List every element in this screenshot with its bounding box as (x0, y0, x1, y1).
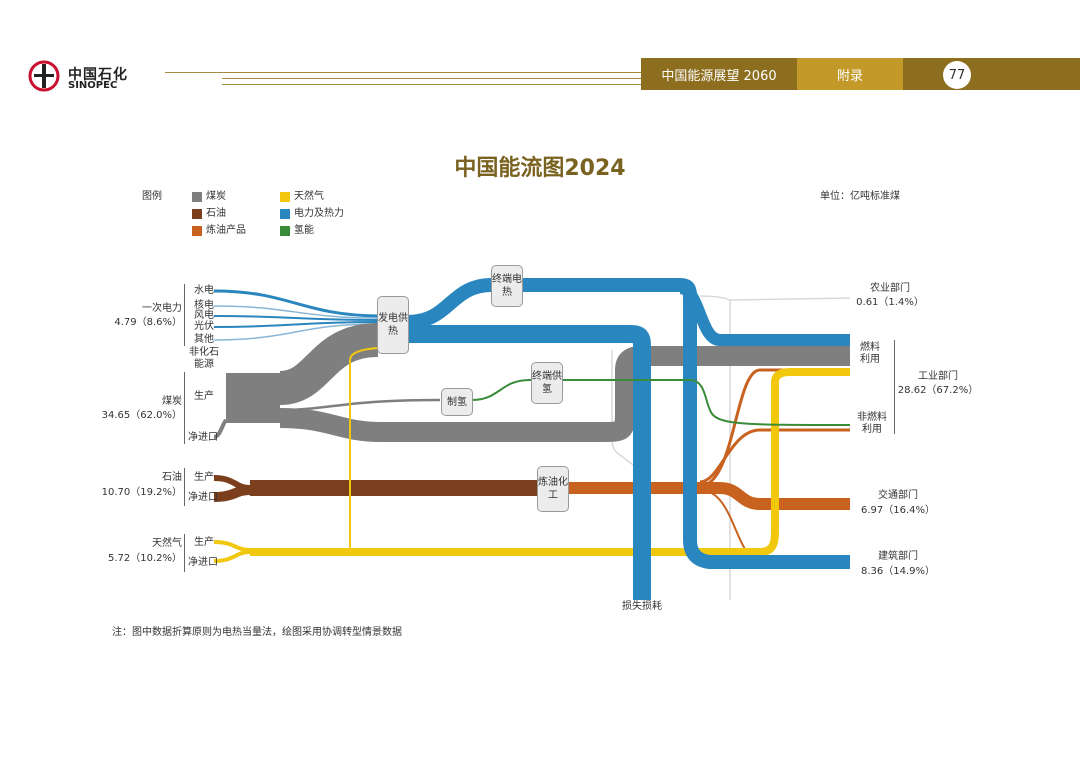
sink-loss-label: 损失损耗 (622, 601, 662, 612)
legend-swatch-power (280, 209, 290, 219)
source-oil-value: 10.70（19.2%） (101, 487, 182, 498)
flow-gas-to-power (349, 347, 379, 548)
sink-industry-label: 工业部门 (918, 371, 958, 382)
header-rule-1 (165, 72, 641, 73)
legend-heading: 图例 (142, 191, 162, 202)
sink-agriculture-label: 农业部门 (870, 283, 910, 294)
flow-gas-production (213, 540, 251, 552)
legend-swatch-hydrogen (280, 226, 290, 236)
header-rule-3 (222, 84, 641, 85)
flow-nuclear (213, 305, 379, 319)
sinopec-logo-icon (26, 60, 62, 92)
flow-wind (213, 315, 379, 321)
bracket-oil (184, 468, 189, 506)
source-gas-label: 天然气 (152, 538, 182, 549)
legend-swatch-refined (192, 226, 202, 236)
source-gas-value: 5.72（10.2%） (107, 553, 182, 564)
agri-guide-top (699, 295, 851, 301)
node-end-electric-heat: 终端电热 (491, 265, 523, 307)
node-hydrogen-production: 制氢 (441, 388, 473, 416)
sink-building-value: 8.36（14.9%） (860, 566, 936, 577)
sub-solar: 光伏 (194, 321, 214, 332)
legend-swatch-coal (192, 192, 202, 202)
sub-hydro: 水电 (194, 285, 214, 296)
report-title: 中国能源展望 2060 (641, 58, 797, 90)
header-rule-2 (222, 78, 641, 79)
flow-refined-main (568, 482, 850, 510)
sink-transport-value: 6.97（16.4%） (860, 505, 936, 516)
flow-other (213, 323, 379, 341)
sub-oil-import: 净进口 (188, 492, 218, 503)
sub-nuclear: 核电 (194, 300, 214, 311)
sub-oil-production: 生产 (194, 472, 214, 483)
logo-chinese-name: 中国石化 (68, 67, 128, 83)
flow-gas-import (213, 550, 251, 563)
flow-power-end-industry (678, 282, 850, 346)
flow-power-to-industry (408, 325, 651, 600)
legend-label-coal: 煤炭 (206, 191, 226, 202)
flow-solar (213, 321, 379, 328)
bracket-industry (890, 340, 895, 434)
sub-wind: 风电 (194, 310, 214, 321)
legend-label-hydrogen: 氢能 (294, 225, 314, 236)
node-refining: 炼油化工 (537, 466, 569, 512)
flow-refined-to-industry-2 (699, 428, 850, 484)
sink-industry-fuel: 燃料利用 (860, 342, 880, 365)
sub-non-fossil: 非化石能源 (189, 347, 219, 370)
chart-title: 中国能流图2024 (454, 156, 626, 181)
flow-coal-direct (279, 346, 850, 442)
header-band-tail (903, 58, 1080, 90)
source-coal-label: 煤炭 (162, 396, 182, 407)
legend-swatch-oil (192, 209, 202, 219)
unit-label: 单位：亿吨标准煤 (820, 191, 900, 202)
sub-gas-production: 生产 (194, 537, 214, 548)
legend-label-gas: 天然气 (294, 191, 324, 202)
flow-hydrogen (471, 379, 851, 426)
node-power-generation: 发电供热 (377, 296, 409, 354)
legend-label-power: 电力及热力 (294, 208, 344, 219)
sub-other: 其他 (194, 334, 214, 345)
flow-coal-import (213, 418, 228, 439)
sub-gas-import: 净进口 (188, 557, 218, 568)
flow-coal-to-power (278, 323, 379, 405)
flow-gas-main (250, 368, 850, 556)
sink-industry-nonfuel: 非燃料利用 (857, 412, 887, 435)
source-coal-value: 34.65（62.0%） (101, 410, 182, 421)
section-label: 附录 (797, 58, 903, 90)
header-band: 中国能源展望 2060 附录 (641, 58, 1080, 90)
source-primary-power-value: 4.79（8.6%） (114, 317, 182, 328)
bracket-gas (184, 534, 189, 572)
flow-coal-to-hydrogen (279, 398, 441, 412)
sub-coal-production: 生产 (194, 391, 214, 402)
flow-hydro (213, 289, 379, 318)
source-primary-power-label: 一次电力 (142, 303, 182, 314)
logo-english-name: SINOPEC (68, 80, 118, 91)
legend-swatch-gas (280, 192, 290, 202)
bracket-coal (184, 372, 189, 444)
sink-building-label: 建筑部门 (878, 551, 918, 562)
sub-coal-import: 净进口 (188, 432, 218, 443)
sink-agriculture-value: 0.61（1.4%） (856, 297, 924, 308)
sink-industry-value: 28.62（67.2%） (897, 385, 979, 396)
source-oil-label: 石油 (162, 472, 182, 483)
page-number: 77 (943, 61, 971, 89)
flow-oil-import (213, 485, 251, 502)
sink-transport-label: 交通部门 (878, 490, 918, 501)
legend-label-refined: 炼油产品 (206, 225, 246, 236)
bracket-primary-power (184, 284, 189, 346)
node-end-hydrogen-supply: 终端供氢 (531, 362, 563, 404)
footnote: 注：图中数据折算原则为电热当量法，绘图采用协调转型情景数据 (112, 627, 402, 638)
legend-label-oil: 石油 (206, 208, 226, 219)
